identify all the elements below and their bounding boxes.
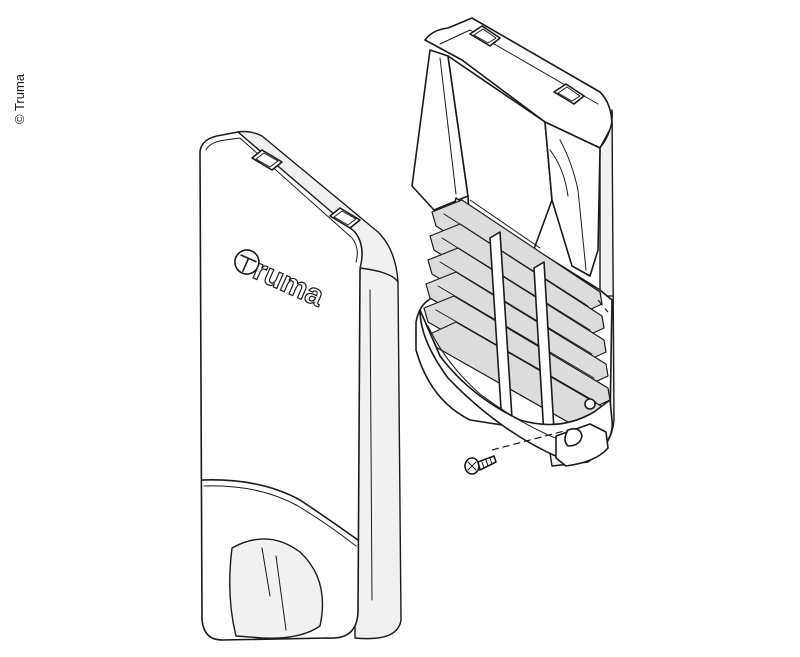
grille-housing-icon bbox=[411, 17, 615, 467]
grille-bars bbox=[423, 199, 611, 431]
housing-clip-icon bbox=[469, 25, 501, 47]
front-cover-icon bbox=[199, 130, 402, 641]
cover-clip-icon bbox=[251, 149, 283, 171]
cover-clip-icon bbox=[329, 207, 361, 229]
alignment-lines bbox=[491, 295, 616, 451]
housing-clip-icon bbox=[553, 83, 585, 105]
screw-icon bbox=[464, 455, 497, 475]
